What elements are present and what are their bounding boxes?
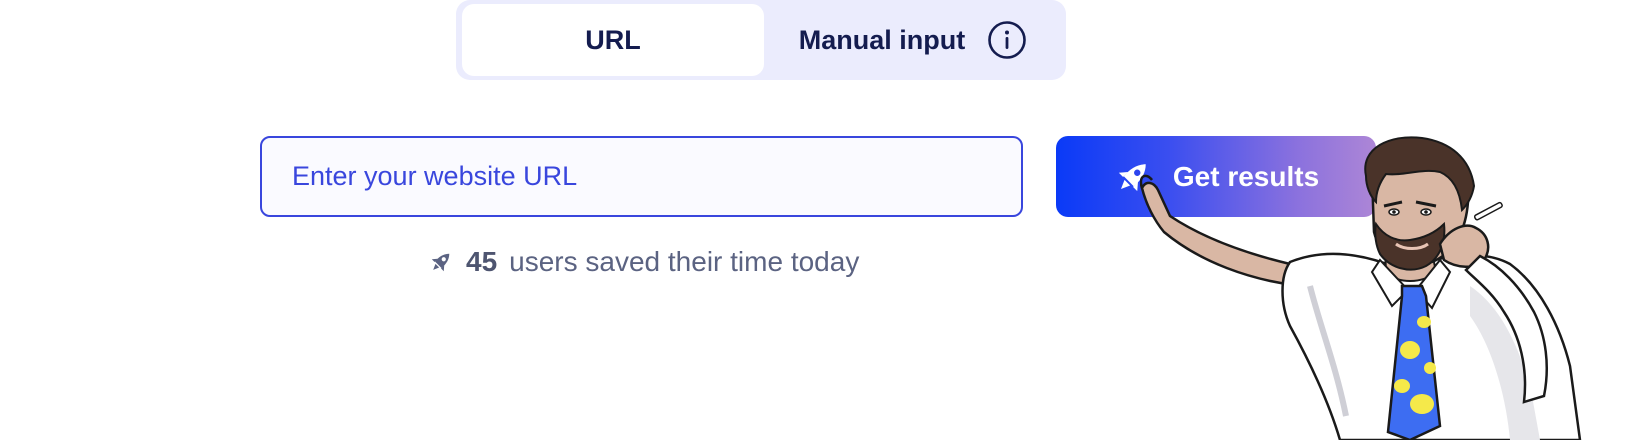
rocket-icon — [428, 249, 454, 275]
get-results-label: Get results — [1172, 160, 1320, 192]
info-icon[interactable] — [987, 20, 1027, 60]
rocket-icon — [1113, 157, 1153, 197]
website-url-input[interactable] — [260, 136, 1023, 217]
cartoon-man-pointing-illustration — [1140, 136, 1582, 440]
tab-manual-input[interactable]: Manual input — [766, 4, 1060, 76]
users-count: 45 — [466, 246, 498, 277]
get-results-button[interactable]: Get results — [1056, 136, 1376, 217]
input-mode-toggle: URL Manual input — [456, 0, 1066, 80]
tab-url-label: URL — [585, 24, 641, 55]
users-saved-text: users saved their time today — [509, 246, 860, 277]
tab-manual-input-label: Manual input — [798, 24, 966, 55]
users-saved-stat: 45 users saved their time today — [428, 240, 859, 284]
tab-url[interactable]: URL — [462, 4, 764, 76]
